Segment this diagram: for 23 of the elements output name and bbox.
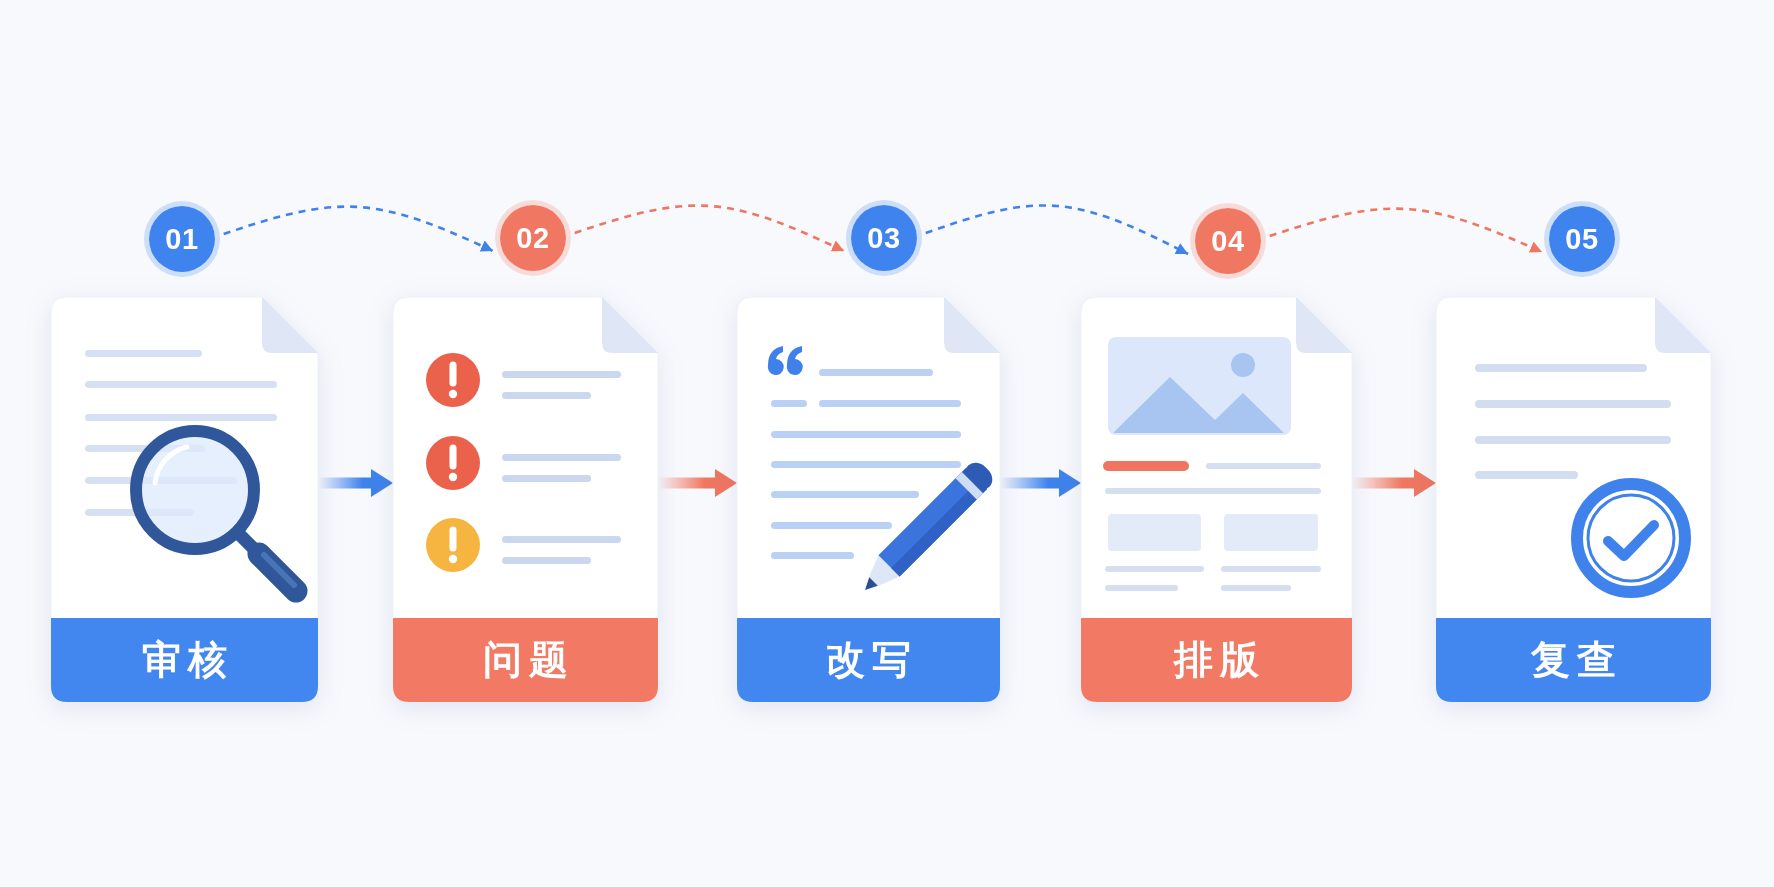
dashed-arrow	[223, 205, 494, 253]
step-title: 排版	[1172, 637, 1266, 683]
document-card	[737, 297, 1000, 702]
dashed-arrow	[1269, 207, 1543, 254]
document-card	[393, 297, 658, 702]
document-card	[1081, 297, 1352, 702]
arrow	[1352, 469, 1436, 497]
step-title: 复查	[1530, 637, 1623, 683]
document-card	[51, 297, 318, 702]
step-number: 04	[1211, 226, 1245, 256]
step-number: 05	[1565, 224, 1599, 254]
step-title: 问题	[482, 637, 575, 683]
document-card	[1436, 297, 1711, 702]
arrow	[1000, 469, 1081, 497]
step-number: 02	[516, 223, 550, 253]
dashed-arrow	[925, 204, 1189, 256]
step-number: 03	[867, 223, 901, 253]
arrow	[318, 469, 393, 497]
step-number: 01	[165, 224, 199, 254]
step-title: 审核	[141, 637, 234, 683]
step-title: 改写	[825, 637, 918, 683]
arrow	[658, 469, 737, 497]
dashed-arrow	[574, 204, 845, 253]
